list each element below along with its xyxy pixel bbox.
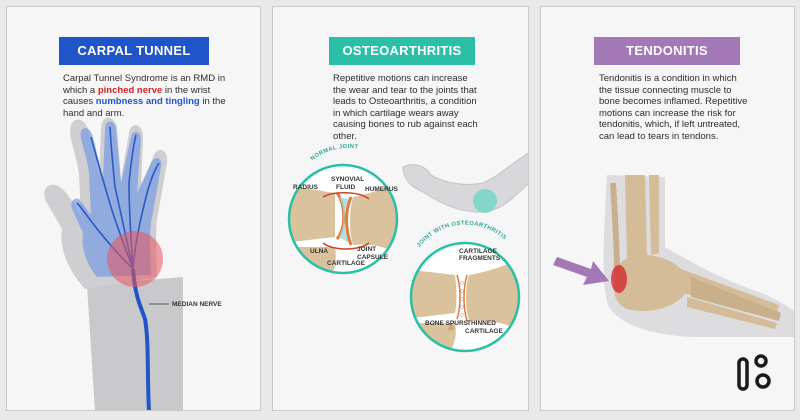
numbness-highlight: numbness and tingling bbox=[95, 96, 200, 107]
heel-bones bbox=[613, 254, 688, 311]
tendonitis-description: Tendonitis is a condition in which the t… bbox=[599, 73, 748, 142]
oa-joint-ring bbox=[409, 241, 521, 353]
pinched-nerve-area bbox=[107, 231, 163, 287]
metatarsal-bones bbox=[681, 269, 779, 313]
osteoarthritis-panel: OSTEOARTHRITIS Repetitive motions can in… bbox=[272, 6, 529, 411]
thinned-cartilage-label-2: CARTILAGE bbox=[465, 328, 504, 335]
fibula-bone bbox=[649, 175, 659, 255]
tibia-bone bbox=[625, 175, 647, 259]
hand-illustration: MEDIAN NERVE bbox=[44, 117, 222, 410]
inflammation-arrow-icon bbox=[553, 257, 609, 285]
tendonitis-title: TENDONITIS bbox=[594, 37, 740, 65]
forearm-shape bbox=[87, 277, 183, 410]
cartilage-fragments-label-2: FRAGMENTS bbox=[459, 255, 501, 262]
humerus-label: HUMERUS bbox=[365, 186, 399, 193]
radius-label: RADIUS bbox=[293, 184, 319, 191]
bone-spurs-label: BONE SPURS bbox=[425, 320, 469, 327]
joint-illustration: NORMAL JOINT RADIUS SYNOVIAL FLUID HUMER… bbox=[287, 144, 528, 353]
pinched-nerve-highlight: pinched nerve bbox=[97, 84, 163, 96]
thinned-cartilage-label-1: THINNED bbox=[467, 320, 496, 327]
brand-logo-icon bbox=[737, 354, 771, 391]
normal-joint-title: NORMAL JOINT bbox=[310, 144, 359, 162]
synovial-fluid-label-2: FLUID bbox=[336, 184, 355, 191]
normal-joint-ring bbox=[287, 163, 399, 275]
median-nerve-label: MEDIAN NERVE bbox=[172, 301, 222, 308]
cartilage-label: CARTILAGE bbox=[327, 260, 366, 267]
carpal-tunnel-panel: CARPAL TUNNEL SYNDROME Carpal Tunnel Syn… bbox=[6, 6, 261, 411]
synovial-fluid-label-1: SYNOVIAL bbox=[331, 176, 364, 183]
osteoarthritis-title: OSTEOARTHRITIS bbox=[329, 37, 475, 65]
joint-capsule-label-2: CAPSULE bbox=[357, 254, 389, 261]
achilles-tendon bbox=[610, 182, 620, 274]
carpal-tunnel-title: CARPAL TUNNEL SYNDROME bbox=[59, 37, 209, 86]
elbow-highlight bbox=[473, 189, 497, 213]
cartilage-fragments-label-1: CARTILAGE bbox=[459, 248, 498, 255]
osteoarthritis-description: Repetitive motions can increase the wear… bbox=[333, 73, 478, 142]
tendonitis-panel: TENDONITIS Tendonitis is a condition in … bbox=[540, 6, 795, 411]
joint-capsule-label-1: JOINT bbox=[357, 246, 376, 253]
arm-silhouette bbox=[402, 152, 528, 213]
median-nerve bbox=[131, 268, 151, 410]
carpal-tunnel-description: Carpal Tunnel Syndrome is an RMD in whic… bbox=[63, 73, 226, 119]
foot-illustration bbox=[553, 175, 794, 391]
ulna-label: ULNA bbox=[310, 248, 328, 255]
inflamed-tendon bbox=[611, 265, 627, 293]
